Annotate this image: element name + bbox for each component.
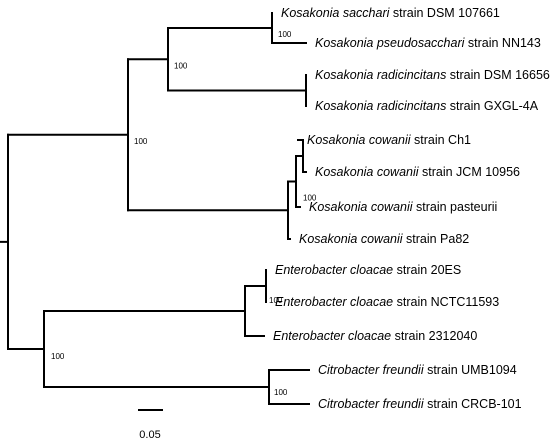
support-values: 100 100 100 100 100 100 100 [51,30,317,397]
leaf-label: Kosakonia pseudosacchari strain NN143 [315,36,541,50]
leaf-label: Citrobacter freundii strain CRCB-101 [318,397,522,411]
leaf-label: Kosakonia cowanii strain pasteurii [309,200,497,214]
leaf-label: Kosakonia sacchari strain DSM 107661 [281,6,500,20]
leaf-label: Kosakonia radicincitans strain DSM 16656 [315,68,550,82]
leaf-label: Enterobacter cloacae strain NCTC11593 [275,295,499,309]
bootstrap-support-value: 100 [274,388,288,397]
leaf-label: Kosakonia radicincitans strain GXGL-4A [315,99,539,113]
leaf-label: Enterobacter cloacae strain 2312040 [273,329,477,343]
bootstrap-support-value: 100 [278,30,292,39]
leaf-label: Kosakonia cowanii strain JCM 10956 [315,165,520,179]
bootstrap-support-value: 100 [51,352,65,361]
bootstrap-support-value: 100 [303,194,317,203]
leaf-label: Enterobacter cloacae strain 20ES [275,263,461,277]
tree-branches [0,12,310,405]
leaf-label: Kosakonia cowanii strain Pa82 [299,232,469,246]
leaf-label: Kosakonia cowanii strain Ch1 [307,133,471,147]
bootstrap-support-value: 100 [174,61,188,70]
scale-bar-label: 0.05 [139,429,160,441]
bootstrap-support-value: 100 [269,296,283,305]
leaf-labels: Kosakonia sacchari strain DSM 107661Kosa… [273,6,550,411]
leaf-label: Citrobacter freundii strain UMB1094 [318,363,517,377]
scale-bar: 0.05 [138,409,163,441]
bootstrap-support-value: 100 [134,137,148,146]
